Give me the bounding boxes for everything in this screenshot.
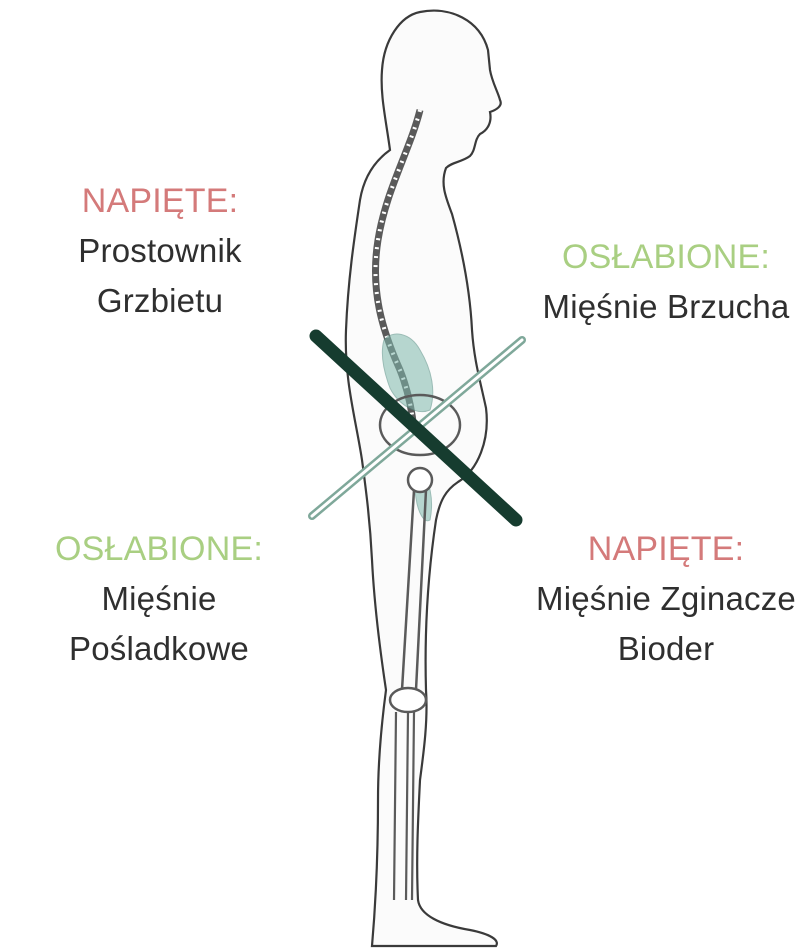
muscle-name-line2: Bioder — [528, 624, 804, 674]
label-bottom-left: OSŁABIONE: Mięśnie Pośladkowe — [24, 524, 294, 674]
muscle-name-line1: Prostownik — [40, 226, 280, 276]
muscle-name-line2: Pośladkowe — [24, 624, 294, 674]
label-top-right: OSŁABIONE: Mięśnie Brzucha — [530, 232, 802, 332]
label-top-left: NAPIĘTE: Prostownik Grzbietu — [40, 176, 280, 326]
status-weakened: OSŁABIONE: — [530, 232, 802, 282]
status-weakened: OSŁABIONE: — [24, 524, 294, 574]
muscle-name-line1: Mięśnie — [24, 574, 294, 624]
label-bottom-right: NAPIĘTE: Mięśnie Zginacze Bioder — [528, 524, 804, 674]
muscle-name-line1: Mięśnie Brzucha — [530, 282, 802, 332]
muscle-name-line1: Mięśnie Zginacze — [528, 574, 804, 624]
muscle-name-line2: Grzbietu — [40, 276, 280, 326]
status-tight: NAPIĘTE: — [40, 176, 280, 226]
hip-joint — [408, 468, 432, 492]
status-tight: NAPIĘTE: — [528, 524, 804, 574]
knee-joint — [390, 688, 426, 712]
